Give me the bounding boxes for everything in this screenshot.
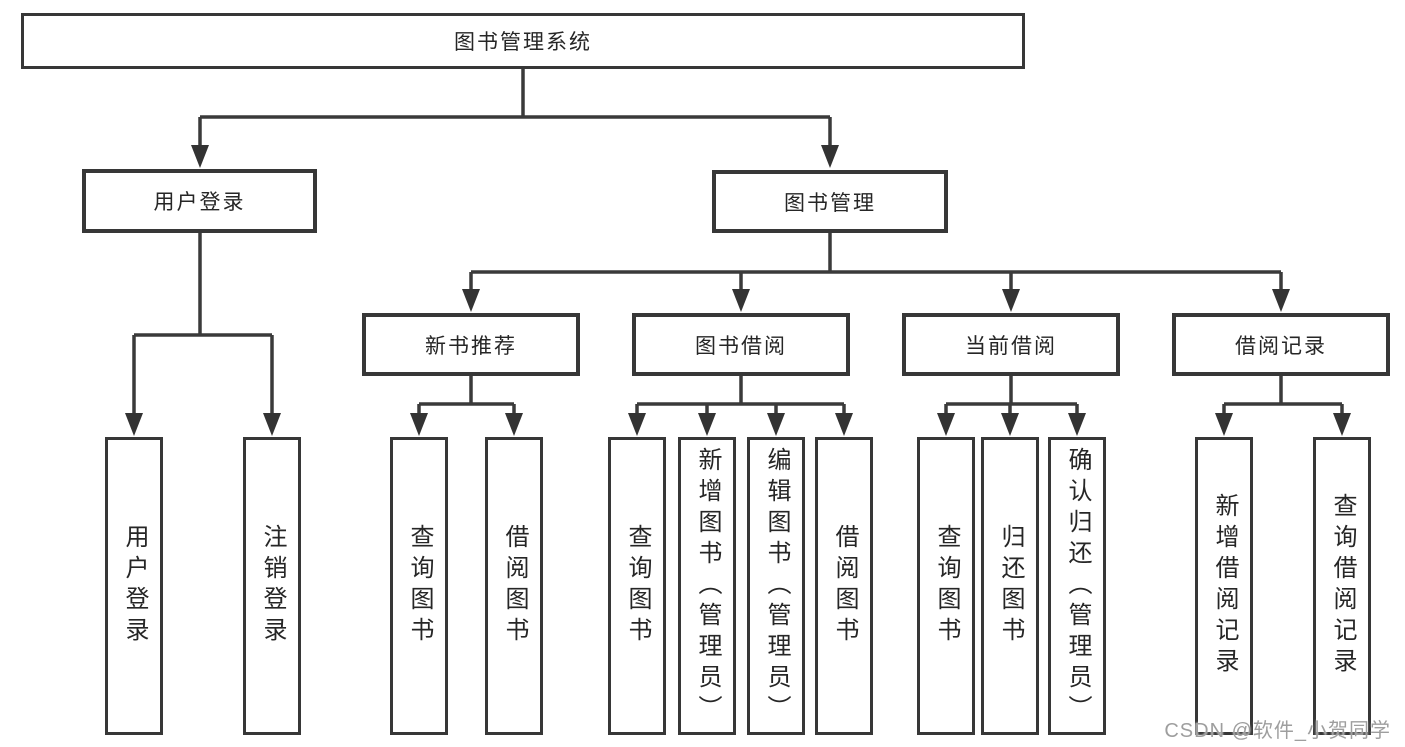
leaf-add-book-admin: 新增图书（管理员） [678,437,736,735]
leaf-label: 新增图书（管理员） [694,446,721,726]
node-label: 图书管理 [784,191,876,215]
node-new-book-recommend: 新书推荐 [362,313,580,376]
leaf-label: 查询借阅记录 [1329,493,1356,679]
edge-records-to-leaves [1222,376,1344,418]
leaf-label: 查询图书 [624,524,651,648]
node-label: 当前借阅 [965,334,1057,358]
leaf-label: 借阅图书 [831,524,858,648]
watermark: CSDN @软件_小贺同学 [1164,720,1391,742]
node-book-borrowing: 图书借阅 [632,313,850,376]
edge-recommend-to-leaves [417,376,516,418]
leaf-label: 新增借阅记录 [1211,493,1238,679]
leaf-query-books-recommend: 查询图书 [390,437,448,735]
edge-userlogin-to-leaves [132,233,274,418]
node-user-login: 用户登录 [82,169,317,233]
leaf-label: 归还图书 [997,524,1024,648]
leaf-confirm-return-admin: 确认归还（管理员） [1048,437,1106,735]
leaf-query-books-borrow: 查询图书 [608,437,666,735]
node-label: 图书管理系统 [454,31,592,54]
node-book-management: 图书管理 [712,170,948,233]
leaf-query-borrow-record: 查询借阅记录 [1313,437,1371,735]
node-label: 图书借阅 [695,334,787,358]
leaf-label: 借阅图书 [501,524,528,648]
arrowheads [125,145,1351,436]
node-label: 用户登录 [153,191,246,214]
node-label: 新书推荐 [425,334,517,358]
node-current-borrowing: 当前借阅 [902,313,1120,376]
leaf-return-book: 归还图书 [981,437,1039,735]
leaf-label: 用户登录 [121,524,148,648]
edge-borrow-to-leaves [635,376,846,418]
leaf-query-books-current: 查询图书 [917,437,975,735]
leaf-add-borrow-record: 新增借阅记录 [1195,437,1253,735]
leaf-logout: 注销登录 [243,437,301,735]
leaf-label: 编辑图书（管理员） [763,446,790,726]
node-borrowing-records: 借阅记录 [1172,313,1390,376]
leaf-label: 注销登录 [259,524,286,648]
edge-bookmgmt-to-level3 [469,233,1283,294]
edge-current-to-leaves [944,376,1079,418]
node-label: 借阅记录 [1235,334,1327,358]
leaf-label: 确认归还（管理员） [1064,446,1091,726]
leaf-borrow-books-recommend: 借阅图书 [485,437,543,735]
leaf-borrow-books: 借阅图书 [815,437,873,735]
leaf-label: 查询图书 [933,524,960,648]
node-library-management-system: 图书管理系统 [21,13,1025,69]
edge-root-to-level2 [198,67,832,150]
leaf-label: 查询图书 [406,524,433,648]
leaf-edit-book-admin: 编辑图书（管理员） [747,437,805,735]
leaf-user-login: 用户登录 [105,437,163,735]
